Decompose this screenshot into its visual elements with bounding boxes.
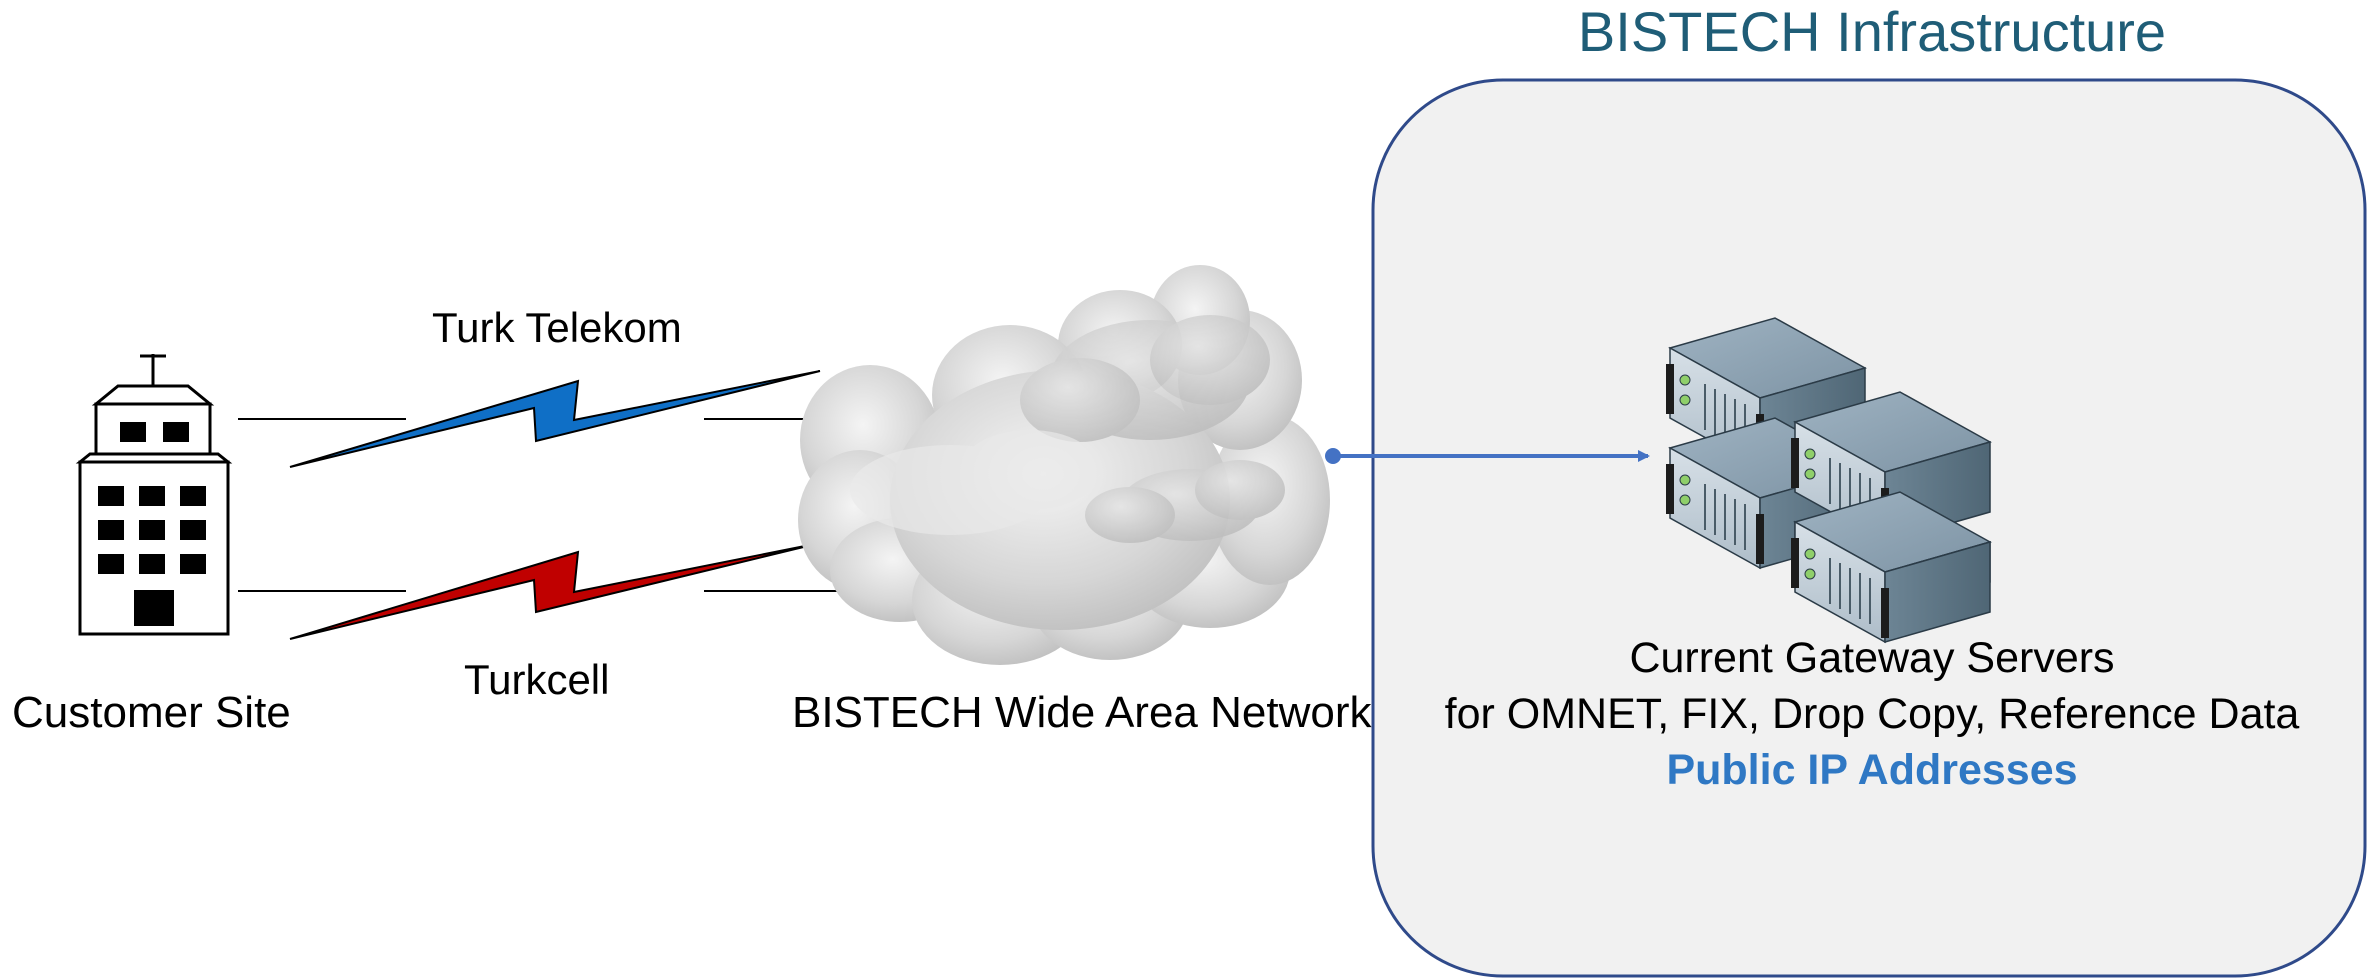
turk-telekom-link	[238, 370, 880, 468]
wan-label: BISTECH Wide Area Network	[792, 688, 1372, 737]
wan-to-servers-arrow	[1325, 448, 1650, 464]
server-rack-stack-icon	[1666, 317, 1992, 644]
servers-caption-line1: Current Gateway Servers	[1629, 634, 2115, 682]
customer-site-label: Customer Site	[12, 688, 291, 737]
turk-telekom-label: Turk Telekom	[432, 304, 682, 351]
office-building-icon	[75, 354, 233, 636]
turkcell-link	[238, 542, 880, 640]
servers-caption-line2: for OMNET, FIX, Drop Copy, Reference Dat…	[1444, 690, 2300, 738]
public-ip-label: Public IP Addresses	[1666, 746, 2078, 794]
infrastructure-title: BISTECH Infrastructure	[1577, 0, 2167, 63]
network-cloud-icon	[798, 265, 1330, 665]
turk-telekom-bolt	[289, 370, 821, 468]
turkcell-label: Turkcell	[464, 656, 610, 703]
